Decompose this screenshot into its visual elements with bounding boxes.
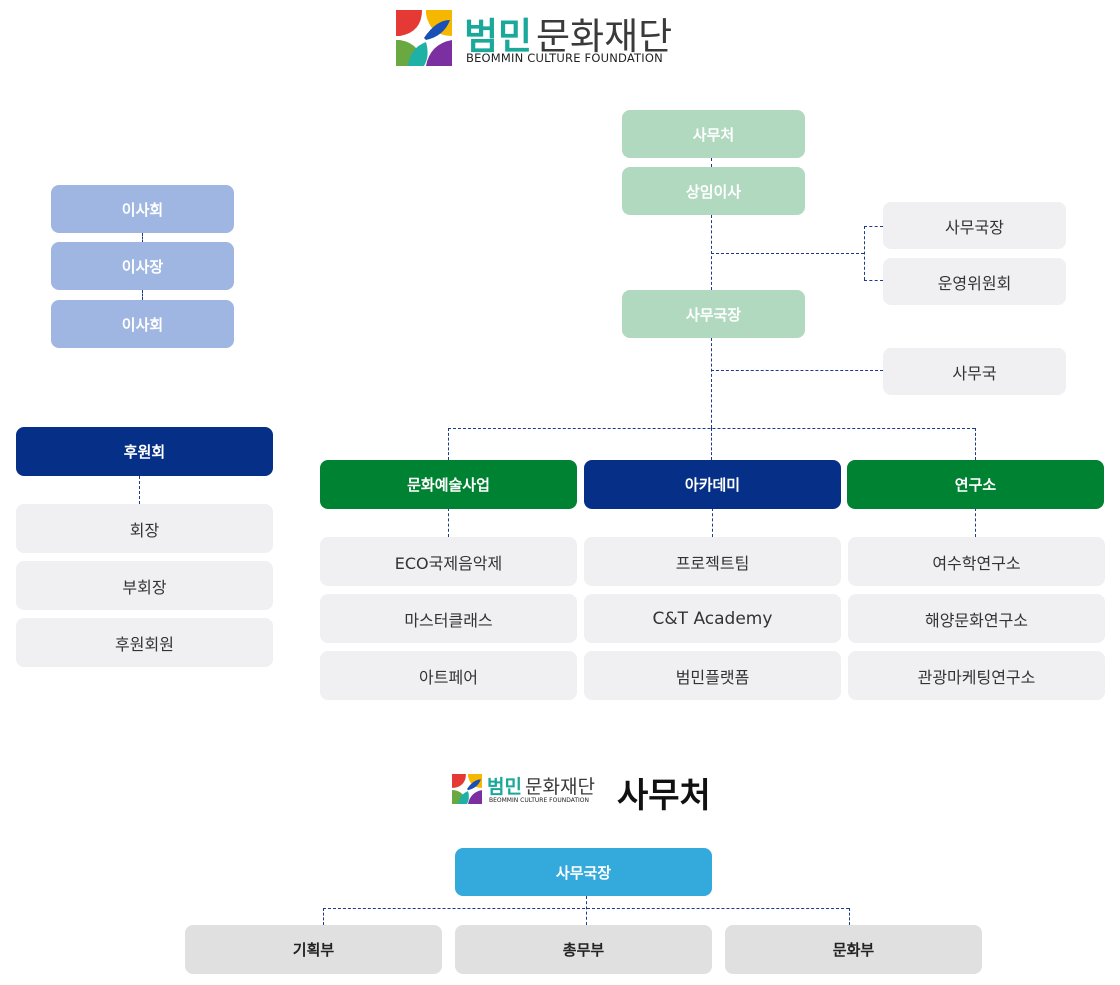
small-logo-korean-accent: 범민 xyxy=(487,776,522,798)
division-item: C&T Academy xyxy=(584,594,841,643)
division-item: 마스터클래스 xyxy=(320,594,577,643)
division-title: 문화예술사업 xyxy=(320,460,577,509)
division-item: 여수학연구소 xyxy=(848,537,1105,586)
sponsor-item-2: 부회장 xyxy=(16,561,273,610)
secretariat-head: 사무국장 xyxy=(455,848,712,896)
logo-mark-icon xyxy=(396,10,452,66)
director-node: 사무국장 xyxy=(622,290,805,338)
small-logo-english-name: BEOMMIN CULTURE FOUNDATION xyxy=(489,797,590,804)
executive-second-node: 상임이사 xyxy=(622,167,805,215)
small-logo-korean-name: 문화재단 xyxy=(525,776,595,798)
sponsor-item-1: 회장 xyxy=(16,504,273,553)
executive-top-node: 사무처 xyxy=(622,110,805,158)
secretariat-item-2: 총무부 xyxy=(455,925,712,974)
division-title: 연구소 xyxy=(847,460,1104,509)
division-item: 관광마케팅연구소 xyxy=(848,651,1105,700)
secretariat-item-3: 문화부 xyxy=(725,925,982,974)
office-node: 사무국 xyxy=(883,348,1066,395)
logo-mark-small-icon xyxy=(452,774,482,804)
secretariat-title: 사무처 xyxy=(617,776,711,816)
board-node-1: 이사회 xyxy=(51,185,234,233)
division-item: 범민플랫폼 xyxy=(584,651,841,700)
logo-korean-accent: 범민 xyxy=(464,15,533,58)
division-item: 프로젝트팀 xyxy=(584,537,841,586)
sponsor-head: 후원회 xyxy=(16,427,273,476)
division-title: 아카데미 xyxy=(584,460,841,509)
division-item: 아트페어 xyxy=(320,651,577,700)
logo-english-name: BEOMMIN CULTURE FOUNDATION xyxy=(466,51,663,65)
board-node-3: 이사회 xyxy=(51,300,234,348)
division-item: ECO국제음악제 xyxy=(320,537,577,586)
division-item: 해양문화연구소 xyxy=(848,594,1105,643)
sponsor-item-3: 후원회원 xyxy=(16,618,273,667)
side-node-top: 사무국장 xyxy=(883,202,1066,249)
side-node-bottom: 운영위원회 xyxy=(883,258,1066,305)
board-node-2: 이사장 xyxy=(51,242,234,290)
secretariat-item-1: 기획부 xyxy=(185,925,442,974)
logo-korean-name: 문화재단 xyxy=(536,15,673,58)
